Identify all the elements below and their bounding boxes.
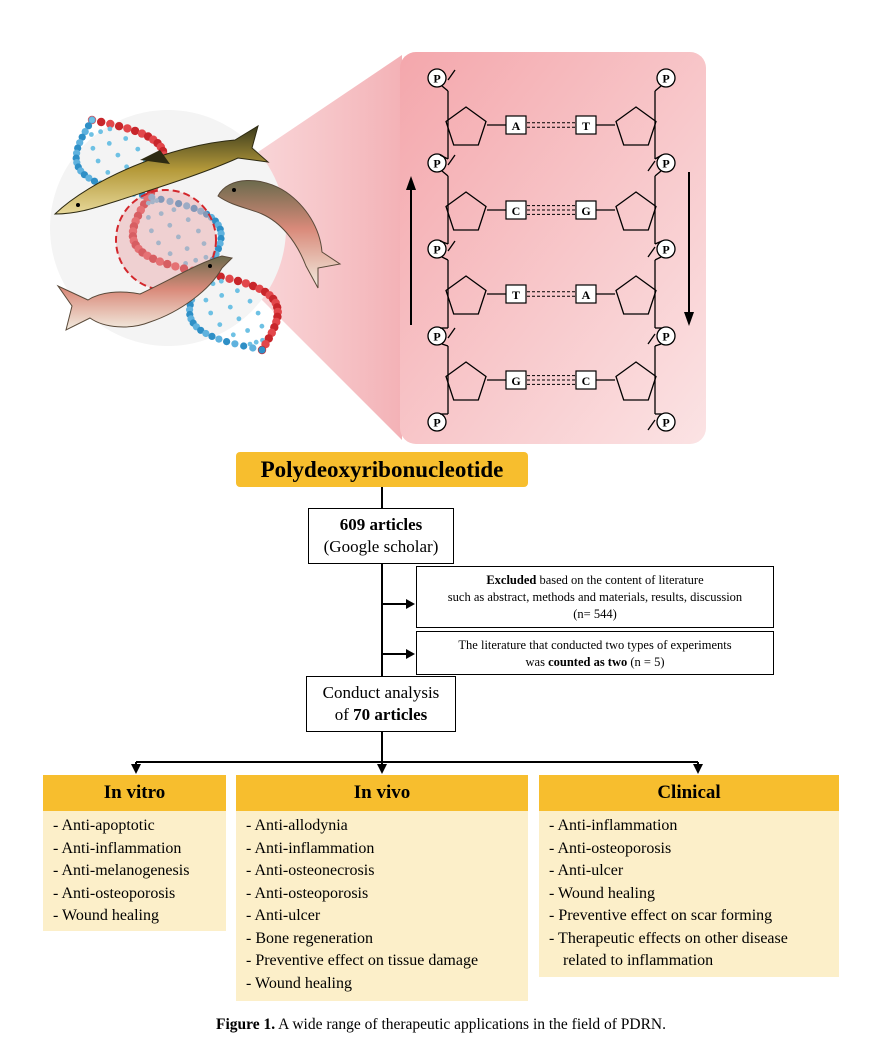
excluded-criteria: such as abstract, methods and materials,… — [447, 590, 743, 604]
list-item: - Anti-melanogenesis — [53, 862, 190, 879]
svg-text:P: P — [433, 416, 440, 430]
base-box: T — [575, 115, 597, 135]
svg-text:G: G — [511, 374, 520, 388]
hydrogen-bond — [527, 205, 575, 215]
phosphate-node: P — [427, 153, 447, 173]
search-results-box: 609 articles (Google scholar) — [308, 508, 454, 564]
list-item: - Anti-apoptotic — [53, 817, 155, 834]
list-item: - Anti-allodynia — [246, 817, 348, 834]
dna-illustration: P P P P P P P P P P A T C G T A G C — [50, 52, 706, 444]
base-box: G — [575, 200, 597, 220]
hydrogen-bond — [527, 375, 575, 385]
base-box: A — [505, 115, 527, 135]
excluded-label: Excluded — [486, 573, 537, 587]
list-item: - Anti-ulcer — [549, 862, 624, 879]
list-item: - Preventive effect on scar forming — [549, 907, 773, 924]
list-item: - Wound healing — [246, 974, 352, 992]
double-count-text: The literature that conducted two types … — [458, 638, 732, 652]
svg-text:C: C — [512, 204, 521, 218]
strand-up-arrow — [406, 176, 416, 325]
jumping-trout-image — [217, 180, 342, 289]
strand-down-arrow — [684, 172, 694, 326]
in-vitro-list: - Anti-apoptotic - Anti-inflammation - Ant… — [43, 811, 226, 931]
dna-schematic: P P P P P P P P P P A T C G T A G C — [427, 68, 676, 432]
double-count-box: The literature that conducted two types … — [416, 631, 774, 675]
svg-text:P: P — [433, 243, 440, 257]
list-item: - Anti-inflammation — [549, 817, 678, 834]
phosphate-node: P — [656, 153, 676, 173]
in-vitro-header: In vitro — [43, 775, 226, 811]
article-count: 609 articles — [339, 515, 423, 534]
pdrn-title-box: Polydeoxyribonucleotide — [236, 452, 528, 487]
svg-text:P: P — [662, 72, 669, 86]
svg-text:P: P — [662, 157, 669, 171]
svg-text:P: P — [662, 416, 669, 430]
zoom-beam — [172, 55, 402, 440]
phosphate-node: P — [656, 68, 676, 88]
sturgeon-fish-image — [53, 124, 270, 215]
svg-text:C: C — [582, 374, 591, 388]
hydrogen-bond — [527, 291, 575, 297]
list-item: - Preventive effect on tissue damage — [246, 952, 479, 969]
phosphate-node: P — [656, 326, 676, 346]
svg-text:P: P — [433, 72, 440, 86]
svg-text:T: T — [512, 288, 520, 302]
double-count-label: counted as two — [548, 655, 628, 669]
trout-fish-image — [56, 255, 234, 331]
figure-caption: Figure 1. A wide range of therapeutic ap… — [0, 1016, 882, 1034]
list-item: related to inflammation — [563, 952, 714, 969]
in-vivo-list: - Anti-allodynia - Anti-inflammation - Ant… — [236, 811, 528, 1001]
list-item: - Anti-inflammation — [53, 839, 182, 857]
svg-text:P: P — [662, 243, 669, 257]
svg-text:A: A — [512, 119, 521, 133]
phosphate-node: P — [656, 239, 676, 259]
base-box: C — [505, 200, 527, 220]
phosphate-node: P — [656, 412, 676, 432]
analysis-label: Conduct analysis — [322, 683, 440, 702]
list-item: - Wound healing — [53, 907, 159, 924]
list-item: - Anti-osteoporosis — [246, 884, 369, 902]
clinical-list: - Anti-inflammation - Anti-osteoporosis - … — [539, 811, 839, 977]
phosphate-node: P — [427, 239, 447, 259]
list-item: - Anti-osteoporosis — [53, 884, 176, 902]
base-box: T — [505, 284, 527, 304]
base-box: A — [575, 284, 597, 304]
analysis-count: 70 articles — [353, 705, 428, 724]
base-box: C — [575, 370, 597, 390]
base-box: G — [505, 370, 527, 390]
clinical-header: Clinical — [539, 775, 839, 811]
list-item: - Bone regeneration — [246, 929, 374, 947]
svg-text:T: T — [582, 119, 590, 133]
search-source: (Google scholar) — [323, 537, 439, 556]
svg-text:P: P — [433, 330, 440, 344]
svg-text:P: P — [433, 157, 440, 171]
list-item: - Therapeutic effects on other disease — [549, 929, 788, 947]
svg-text:P: P — [662, 330, 669, 344]
analysis-box: Conduct analysis of 70 articles — [306, 676, 456, 732]
svg-text:G: G — [581, 204, 590, 218]
caption-text: A wide range of therapeutic applications… — [275, 1016, 666, 1033]
svg-text:A: A — [582, 288, 591, 302]
in-vivo-header: In vivo — [236, 775, 528, 811]
phosphate-node: P — [427, 412, 447, 432]
list-item: - Anti-osteoporosis — [549, 839, 672, 857]
excluded-reason: based on the content of literature — [536, 573, 704, 587]
hydrogen-bond — [527, 122, 575, 128]
list-item: - Anti-osteonecrosis — [246, 862, 375, 879]
list-item: - Anti-inflammation — [246, 839, 375, 857]
excluded-count: (n= 544) — [573, 607, 617, 621]
phosphate-node: P — [427, 326, 447, 346]
excluded-box: Excluded based on the content of literat… — [416, 566, 774, 628]
list-item: - Anti-ulcer — [246, 907, 321, 924]
list-item: - Wound healing — [549, 884, 655, 902]
pdrn-title: Polydeoxyribonucleotide — [260, 457, 504, 482]
phosphate-node: P — [427, 68, 447, 88]
dna-structure-panel — [400, 52, 706, 444]
caption-label: Figure 1. — [216, 1016, 276, 1033]
